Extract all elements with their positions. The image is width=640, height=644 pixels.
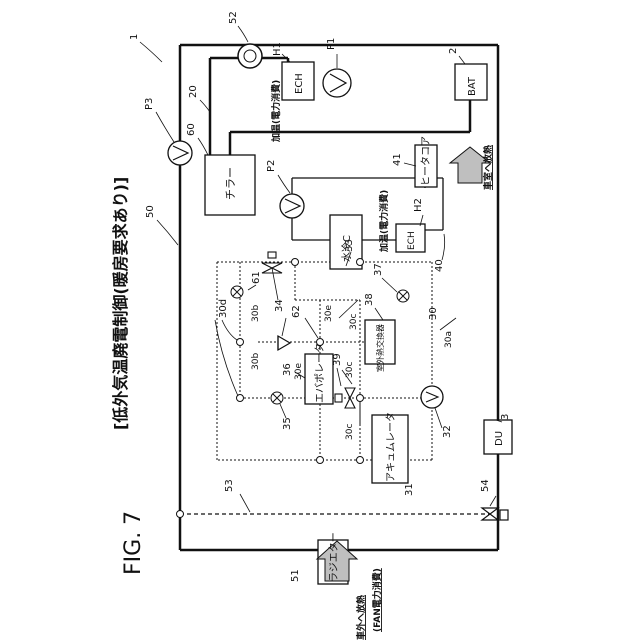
ref-v35: 35: [282, 417, 293, 430]
ref-30e-2: 30e: [294, 363, 304, 380]
ref-30a: 30a: [444, 331, 454, 348]
expansion-valve-37: [397, 290, 409, 302]
ref-water-cooler: 33: [344, 239, 355, 252]
ref-30e-1: 30e: [324, 305, 334, 322]
ref-circuit50: 50: [145, 205, 156, 218]
ref-chiller: 60: [186, 123, 197, 136]
three-way-valve-52: [238, 44, 262, 68]
heater-core-label: ヒータコア: [420, 136, 432, 186]
ref-valve52: 52: [228, 11, 239, 24]
ref-du: 3: [500, 414, 511, 420]
compressor-32: [421, 386, 443, 408]
ref-p2: P2: [266, 160, 277, 172]
ref-check62: 62: [291, 305, 302, 318]
pump-p3: [168, 141, 192, 165]
ref-heater-core: 41: [392, 153, 403, 166]
pump-p2: [280, 194, 304, 218]
three-way-valve-54: [482, 508, 508, 520]
check-valve-62: [278, 336, 290, 350]
ref-p3: P3: [144, 98, 155, 110]
fig-caption: FIG. 7: [121, 511, 146, 575]
ref-h1: H1: [272, 42, 283, 56]
bat-label: BAT: [467, 76, 478, 96]
ref-system: 1: [129, 34, 140, 40]
ref-v34: 34: [274, 299, 285, 312]
mode-title: [低外気温廃電制御(暖房要求あり)]: [111, 177, 130, 430]
evaporator-label: エバポレータ: [314, 343, 326, 403]
outdoor-hx-label: 室外熱交換器: [375, 324, 385, 372]
outer-coolant-circuit: [180, 45, 498, 550]
expansion-valve-61: [231, 286, 243, 298]
ref-bat: 2: [448, 48, 459, 54]
ref-30c-3: 30c: [345, 424, 355, 440]
ref-30c-2: 30c: [345, 362, 355, 378]
heat-note-1: 加温(電力消費): [270, 80, 282, 143]
ref-loop20: 20: [188, 85, 199, 98]
ref-30c-1: 30c: [349, 314, 359, 330]
pump-p1: [323, 69, 351, 97]
ref-v39: 39: [332, 353, 343, 366]
ref-line53: 53: [224, 479, 235, 492]
ref-loop40: 40: [434, 259, 445, 272]
rotated-labels: FIG. 7 [低外気温廃電制御(暖房要求あり)] BAT ECH チラー 水冷…: [111, 11, 511, 640]
ech-h2-label: ECH: [407, 231, 417, 250]
chiller-label: チラー: [224, 167, 237, 200]
ref-accumulator: 31: [404, 483, 415, 496]
expansion-valve-35: [271, 392, 283, 404]
heat-note-2: 加温(電力消費): [378, 190, 390, 253]
ref-evaporator: 36: [282, 363, 293, 376]
ref-30d: 30d: [218, 299, 229, 318]
ech-h1-label: ECH: [294, 73, 305, 94]
ref-38: 38: [364, 293, 375, 306]
du-label: DU: [494, 431, 505, 446]
fan-power-label: (FAN電力消費): [371, 568, 383, 632]
cabin-release-label: 車室へ放熱: [482, 145, 494, 190]
ref-p1: P1: [326, 38, 337, 50]
ref-v61: 61: [251, 271, 262, 284]
accumulator-label: アキュムレータ: [385, 412, 397, 482]
ref-v37: 37: [373, 263, 384, 276]
ref-valve54: 54: [480, 479, 491, 492]
outside-release-label: 車外へ放熱: [355, 595, 367, 640]
ref-radiator: 51: [290, 569, 301, 582]
ref-30: 30: [428, 307, 439, 320]
ref-pump32: 32: [442, 425, 453, 438]
ref-30b-1: 30b: [251, 305, 261, 322]
radiator-label: ラジエター: [328, 532, 340, 582]
junction-nodes: [177, 259, 364, 518]
ref-30b-2: 30b: [251, 353, 261, 370]
ref-h2: H2: [413, 198, 424, 212]
